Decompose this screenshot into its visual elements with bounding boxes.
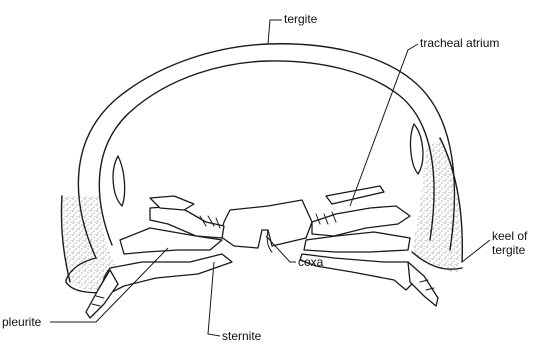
- label-keel-line1: keel of: [492, 230, 527, 243]
- leader-keel: [462, 240, 490, 262]
- leader-sternite: [208, 262, 220, 336]
- leader-tracheal-atrium: [350, 44, 418, 206]
- coxa-block: [220, 200, 312, 252]
- label-sternite: sternite: [222, 330, 261, 343]
- label-tergite: tergite: [284, 13, 317, 26]
- label-tracheal-atrium: tracheal atrium: [420, 37, 499, 50]
- label-pleurite: pleurite: [2, 316, 41, 329]
- label-keel-line2: tergite: [492, 244, 525, 257]
- label-coxa: coxa: [298, 256, 323, 269]
- leader-tergite: [268, 20, 282, 44]
